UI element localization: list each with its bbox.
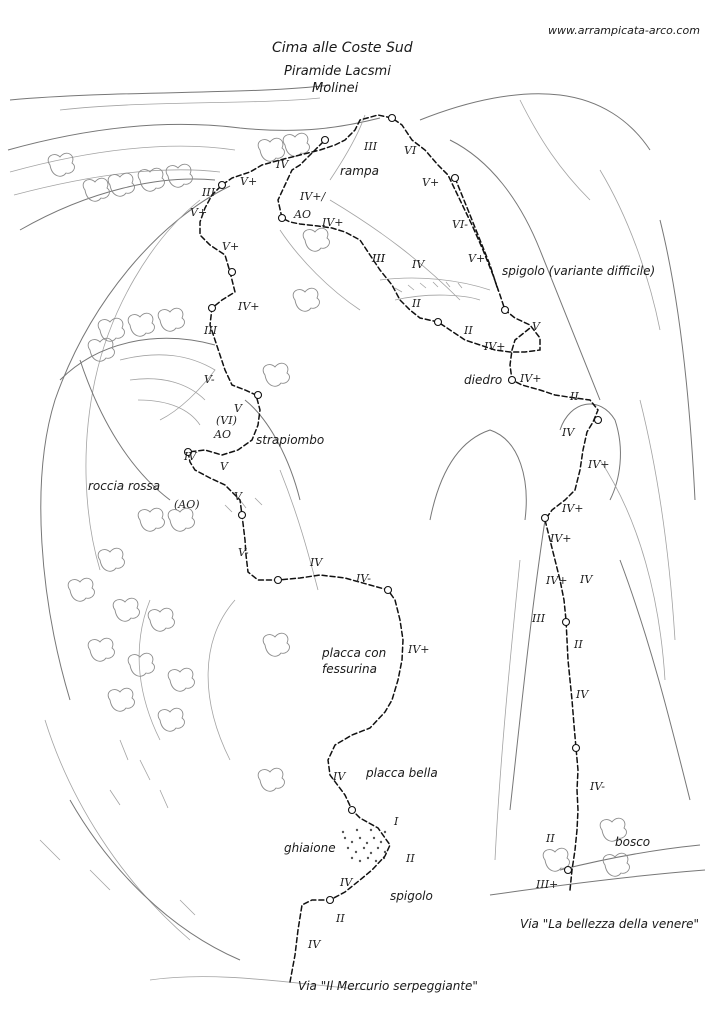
grade-mark: IV+ [561, 502, 584, 515]
grade-mark: IV [575, 688, 589, 701]
grade-mark: V+ [240, 175, 257, 188]
grade-mark: (AO) [174, 498, 200, 511]
label-placca-fessurina-2: fessurina [322, 662, 377, 676]
grade-mark: V+ [222, 240, 239, 253]
grade-mark: V [234, 402, 243, 415]
grade-mark: (VI) [216, 414, 237, 427]
grade-mark: V [220, 460, 229, 473]
route-venere-line [509, 327, 599, 891]
grade-mark: II [569, 390, 579, 403]
grade-mark: IV- [589, 780, 605, 793]
grade-mark: VI- [452, 218, 468, 231]
grade-mark: IV [332, 770, 346, 783]
grades-venere: III+ II IV- IV II III IV+ IV+ IV+ IV+ IV… [483, 340, 610, 891]
grade-mark: IV+ [237, 300, 260, 313]
grade-mark: IV+ [519, 372, 542, 385]
grade-mark: IV+ [549, 532, 572, 545]
grade-mark: IV [307, 938, 321, 951]
page-title: Cima alle Coste Sud [272, 40, 413, 56]
route-spigolo-variante-line [454, 177, 499, 291]
label-strapiombo: strapiombo [256, 433, 324, 447]
grade-mark: IV [275, 158, 289, 171]
subtitle-route-name: Piramide Lacsmi [284, 64, 391, 79]
label-via-mercurio: Via "Il Mercurio serpeggiante" [298, 979, 478, 993]
grade-mark: IV+ [545, 574, 568, 587]
belay-stations [183, 113, 603, 905]
grade-mark: AO [293, 208, 311, 221]
label-spigolo: spigolo [390, 889, 433, 903]
label-bosco: bosco [615, 835, 650, 849]
rock-sketch [7, 84, 706, 991]
grade-mark: II [573, 638, 583, 651]
grade-mark: II [463, 324, 473, 337]
grade-mark: III [203, 324, 218, 337]
grade-mark: IV+ [587, 458, 610, 471]
grade-mark: III [531, 612, 546, 625]
grade-mark: II [405, 852, 415, 865]
label-placca-bella: placca bella [365, 766, 438, 780]
label-spigolo-variante: spigolo (variante difficile) [502, 264, 655, 278]
grade-mark: IV+/ [299, 190, 327, 203]
grade-mark: IV [411, 258, 425, 271]
label-rampa: rampa [340, 164, 379, 178]
grade-mark: V+ [468, 252, 485, 265]
grade-mark: IV- [355, 572, 371, 585]
label-roccia-rossa: roccia rossa [88, 479, 160, 493]
grade-mark: III [371, 252, 386, 265]
grade-mark: AO [213, 428, 231, 441]
scree-field [341, 828, 387, 863]
grade-mark: III+ [535, 878, 558, 891]
grade-mark: III [371, 252, 386, 265]
grade-mark: IV+ [321, 216, 344, 229]
bushes [47, 132, 630, 877]
grade-mark: IV [309, 556, 323, 569]
subtitle-author: Molinei [312, 81, 359, 96]
website-url: www.arrampicata-arco.com [548, 24, 700, 37]
grade-mark: IV+ [407, 643, 430, 656]
grade-mark: V [532, 320, 541, 333]
grade-mark: II [545, 832, 555, 845]
label-via-venere: Via "La bellezza della venere" [520, 917, 699, 931]
grade-mark: V- [204, 373, 215, 386]
grade-mark: V+ [190, 206, 207, 219]
grade-mark: I [393, 815, 399, 828]
grade-mark: II [411, 297, 421, 310]
grade-mark: VI [404, 144, 417, 157]
grade-mark: IV [561, 426, 575, 439]
grade-mark: IV [339, 876, 353, 889]
label-diedro: diedro [464, 373, 502, 387]
grade-mark: IV+ [483, 340, 506, 353]
grade-mark: III [363, 140, 378, 153]
grades-mercurio: IV II IV II I IV IV+ IV- IV V- V (AO) V … [174, 140, 541, 951]
label-placca-fessurina-1: placca con [321, 646, 386, 660]
grade-mark: V+ [422, 176, 439, 189]
grade-mark: IV [183, 450, 197, 463]
label-ghiaione: ghiaione [284, 841, 336, 855]
grade-mark: III [201, 186, 216, 199]
grade-mark: II [335, 912, 345, 925]
grade-mark: V- [238, 546, 249, 559]
grade-mark: IV [579, 573, 593, 586]
grade-mark: V [234, 490, 243, 503]
